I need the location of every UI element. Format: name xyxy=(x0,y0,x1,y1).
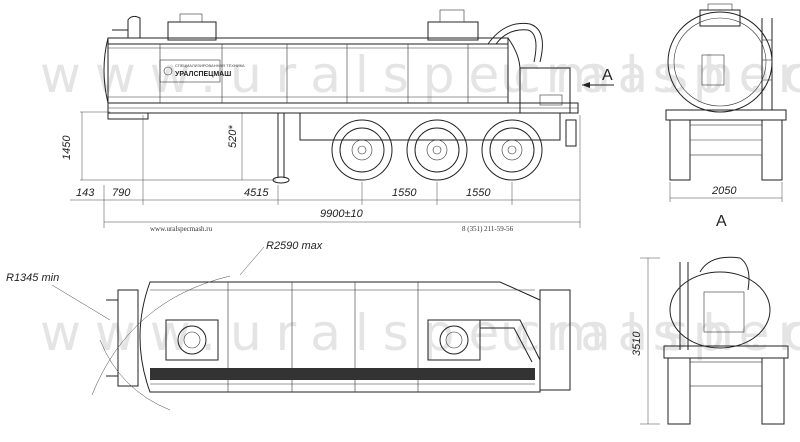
top-view xyxy=(51,246,571,411)
logo-plate xyxy=(159,59,221,83)
wheel-1 xyxy=(331,119,393,181)
front-cabinet xyxy=(519,67,571,114)
dim-2050: 2050 xyxy=(711,185,737,197)
tank-rear-end xyxy=(103,37,109,104)
rear-dimension: 3510 xyxy=(631,257,660,425)
watermark-bottom-right: uralspecmash.ru xyxy=(500,304,800,362)
radius-min: R1345 min xyxy=(6,272,59,284)
top-hatch-rear xyxy=(165,319,219,361)
dim-1550-a: 1550 xyxy=(392,187,417,199)
intake-pipe xyxy=(487,22,543,63)
front-dimension: 2050 xyxy=(669,182,783,202)
hatch-rear xyxy=(167,21,217,41)
logo-brand: УРАЛСПЕЦМАШ xyxy=(175,71,231,78)
dim-1550-b: 1550 xyxy=(466,187,491,199)
logo-emblem xyxy=(163,66,173,76)
dim-4515: 4515 xyxy=(244,187,269,199)
walkway-strip xyxy=(150,368,535,380)
side-dimensions: 1450 520* 143 790 4515 1550 1550 9900±10 xyxy=(61,111,581,228)
handrail-rear xyxy=(127,15,141,38)
hatch-front xyxy=(427,21,479,41)
dim-1450: 1450 xyxy=(61,135,73,160)
dim-3510: 3510 xyxy=(631,331,643,356)
footer-phone: 8 (351) 211-59-56 xyxy=(462,225,514,233)
radius-max: R2590 max xyxy=(266,240,323,252)
rear-pipe xyxy=(699,256,750,291)
wheel-2 xyxy=(406,119,468,181)
view-label: A xyxy=(716,213,727,230)
logo-subtitle: СПЕЦИАЛИЗИРОВАННАЯ ТЕХНИКА xyxy=(175,63,245,68)
watermark-top-right: uralspecmash.ru xyxy=(500,46,800,104)
front-view xyxy=(665,3,787,181)
rear-view xyxy=(663,256,789,425)
footer-website: www.uralspecmash.ru xyxy=(150,225,213,233)
dim-9900: 9900±10 xyxy=(320,208,364,220)
view-arrow: A xyxy=(582,67,614,88)
dim-790: 790 xyxy=(112,187,131,199)
dim-143: 143 xyxy=(76,187,95,199)
dim-520: 520* xyxy=(227,125,239,148)
side-view: СПЕЦИАЛИЗИРОВАННАЯ ТЕХНИКА УРАЛСПЕЦМАШ xyxy=(103,9,579,184)
top-pipe xyxy=(480,319,541,361)
suspension-frame xyxy=(299,113,561,141)
top-hatch-front xyxy=(427,319,481,361)
wheel-3 xyxy=(481,119,543,181)
watermark-bottom-left: www.uralspecmash.ru xyxy=(40,304,800,362)
arrow-label: A xyxy=(602,67,613,84)
